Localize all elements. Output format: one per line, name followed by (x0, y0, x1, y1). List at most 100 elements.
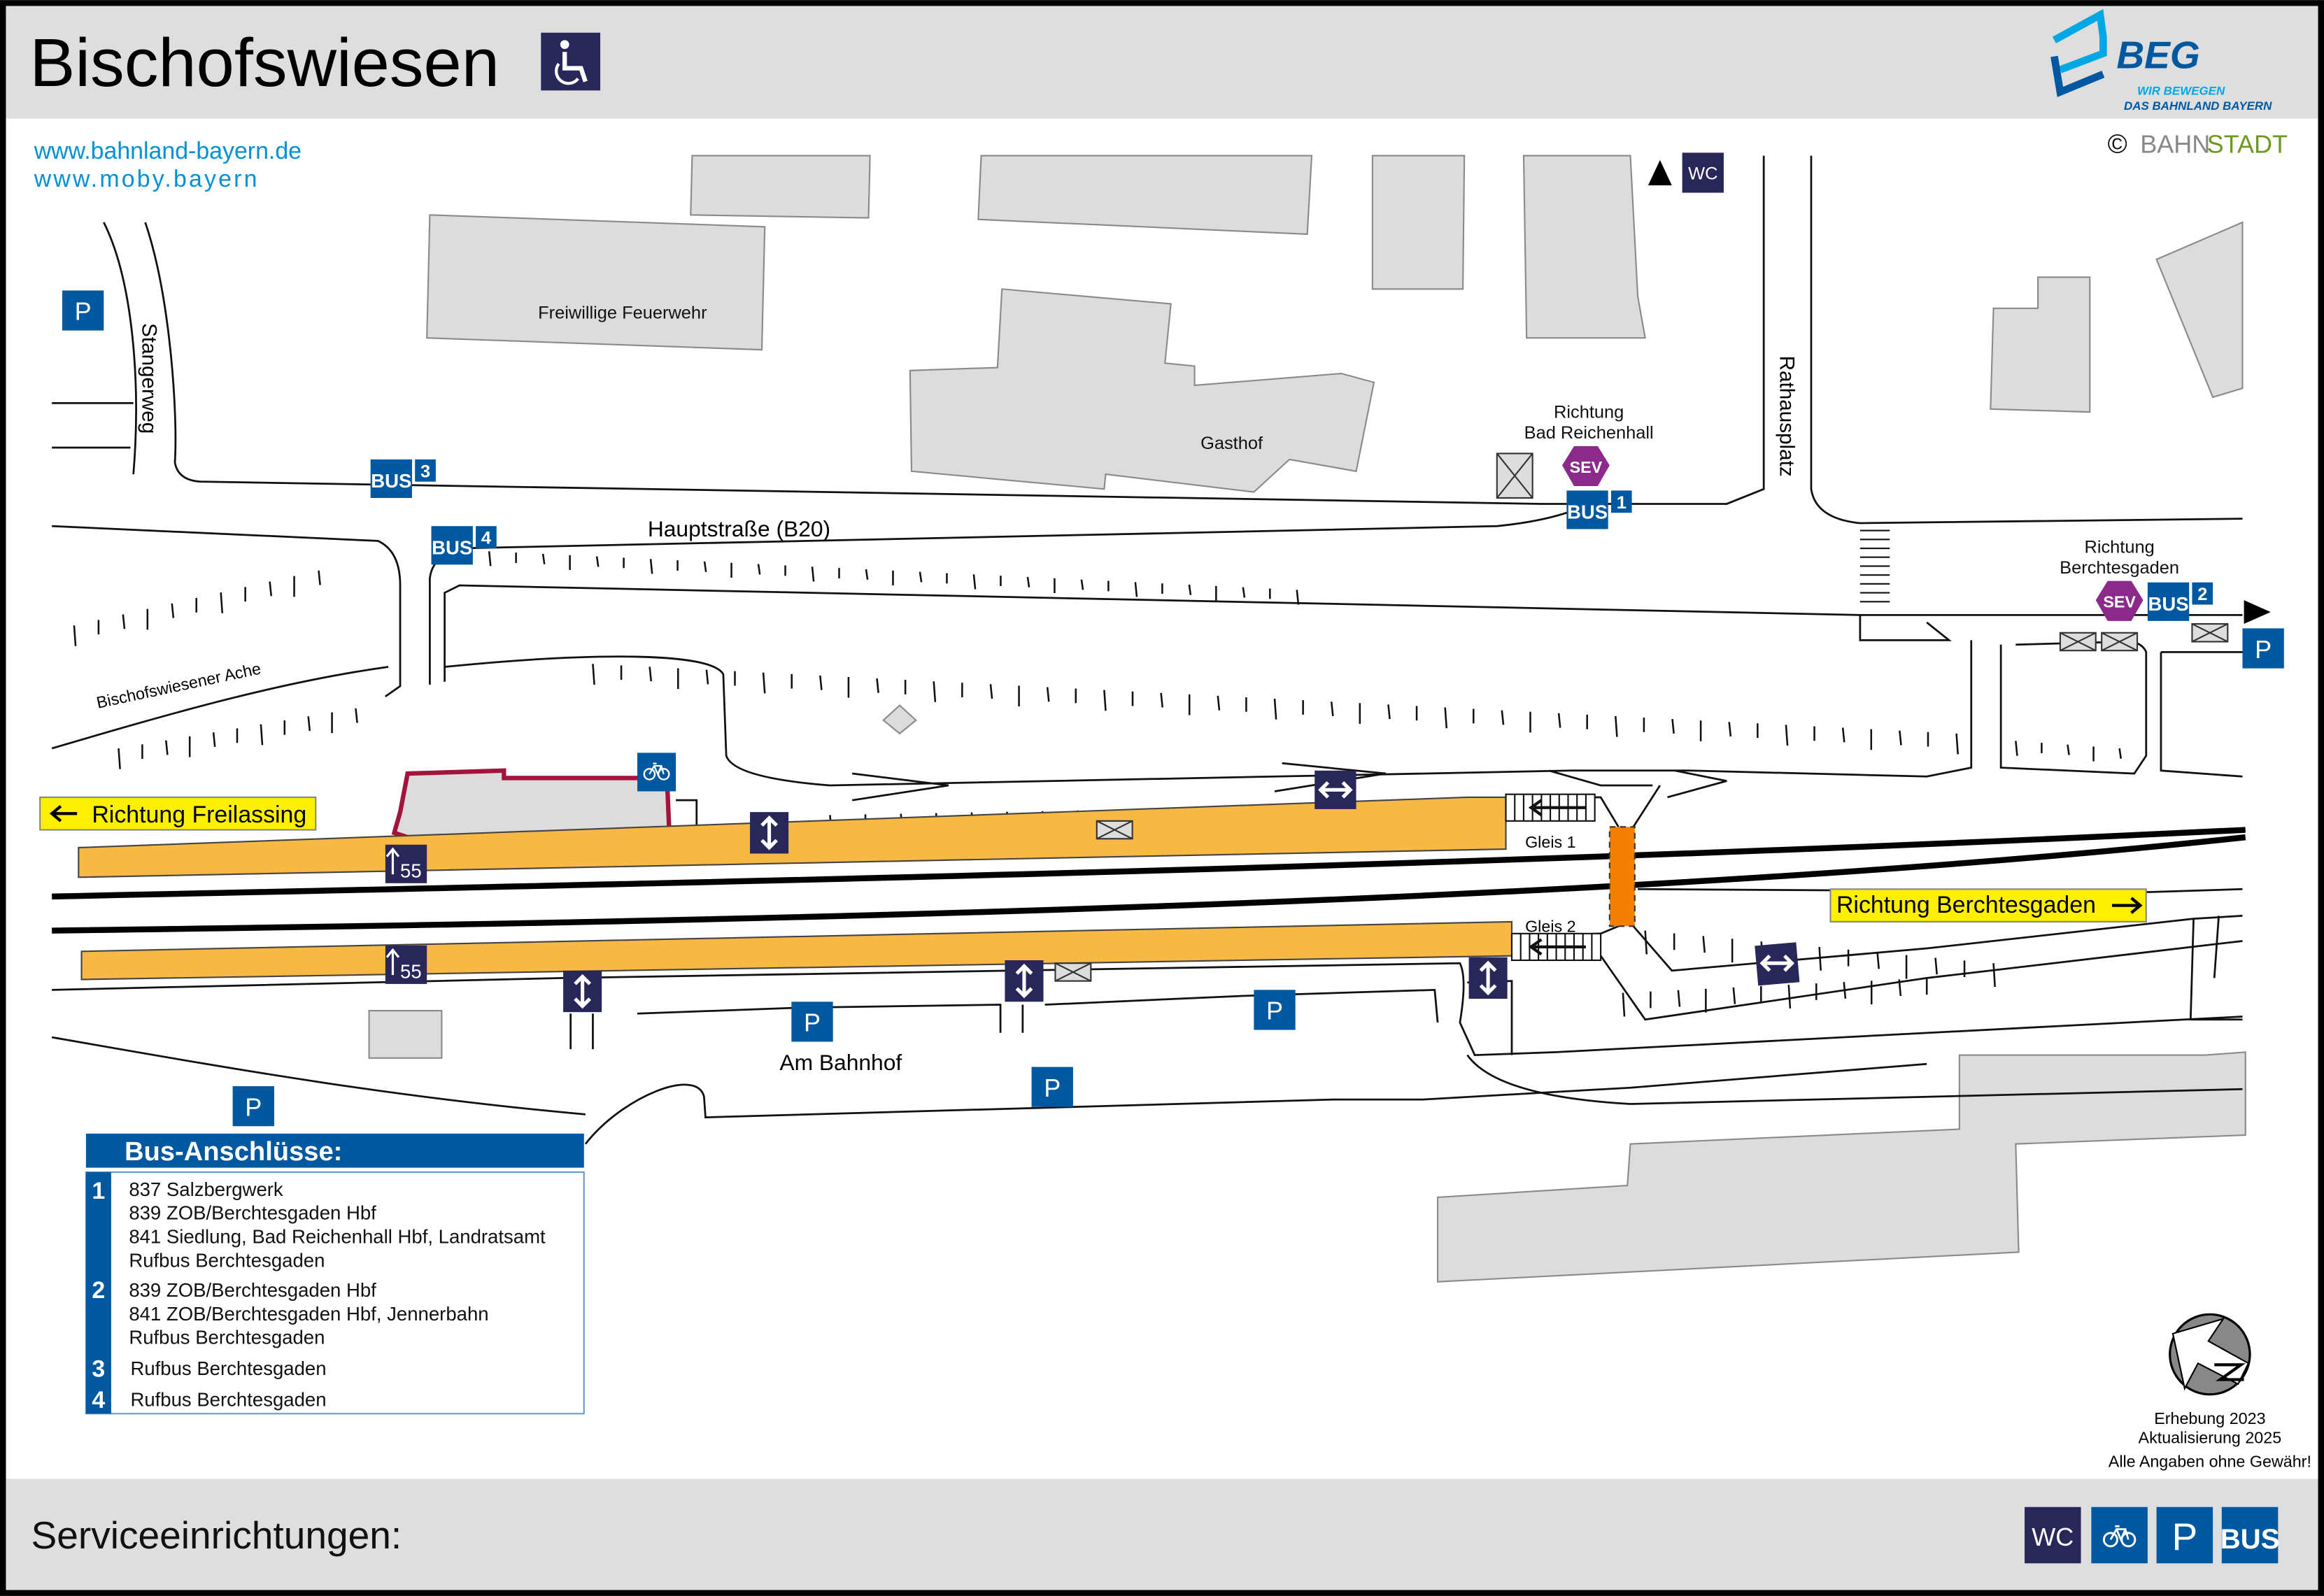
parking-space-mark (2118, 748, 2123, 760)
svg-text:BUS: BUS (432, 536, 472, 558)
height-value: 55 (400, 860, 422, 881)
shelter-icon (1496, 453, 1533, 499)
bus-line: 841 Siedlung, Bad Reichenhall Hbf, Landr… (129, 1226, 546, 1248)
beg-tagline-1: WIR BEWEGEN (2137, 85, 2225, 98)
svg-text:P: P (2255, 635, 2272, 664)
parking-space-mark (1677, 990, 1681, 1007)
sign-text: Richtung Freilassing (92, 801, 306, 828)
parking-space-mark (1296, 590, 1300, 605)
svg-text:BUS: BUS (2220, 1523, 2280, 1555)
copyright-symbol: © (2108, 129, 2127, 159)
parking-space-mark (1992, 963, 1996, 988)
svg-text:P: P (1044, 1074, 1061, 1102)
building (977, 155, 1313, 235)
svg-text:P: P (2171, 1515, 2197, 1558)
ticket-machine-icon (2101, 632, 2139, 652)
parking-space-mark (2067, 744, 2070, 755)
parking-space-mark (1273, 698, 1277, 720)
parking-space-mark (2015, 741, 2018, 756)
building (2155, 221, 2244, 399)
parking-space-mark (649, 559, 653, 574)
link-moby[interactable]: www.moby.bayern (34, 166, 260, 192)
svg-text:SEV: SEV (2103, 593, 2136, 611)
parking-space-mark (1160, 692, 1163, 708)
bus-line: Rufbus Berchtesgaden (130, 1389, 326, 1411)
svg-text:2: 2 (2197, 585, 2207, 604)
parking-space-mark (488, 551, 492, 567)
label-gleis-1: Gleis 1 (1525, 833, 1576, 851)
label-feuerwehr: Freiwillige Feuerwehr (538, 304, 707, 323)
parking-space-mark (595, 556, 600, 567)
svg-text:4: 4 (481, 529, 491, 548)
parking-space-mark (1387, 704, 1391, 720)
parking-space-mark (703, 561, 707, 572)
building (690, 155, 871, 219)
update-date: Aktualisierung 2025 (2139, 1429, 2282, 1447)
parking-space-mark (541, 553, 546, 564)
label-hauptstrasse: Hauptstraße (B20) (648, 516, 830, 541)
platform-gleis-1 (78, 796, 1507, 878)
railway-tracks (52, 827, 2246, 934)
label-rathausplatz: Rathausplatz (1775, 356, 1798, 477)
parking-space-mark (1217, 695, 1221, 711)
ramp-icon (1755, 942, 1800, 986)
copyright-part1: BAHN (2140, 129, 2210, 158)
link-bahnland[interactable]: www.bahnland-bayern.de (34, 138, 302, 164)
buildings (368, 155, 2246, 1283)
parking-space-mark (260, 724, 264, 746)
stop-number: 1 (92, 1178, 105, 1204)
elevator-icon (1468, 957, 1508, 999)
bus-stop-4: BUS 4 (431, 526, 497, 565)
parking-space-mark (212, 732, 216, 748)
stop-number: 3 (92, 1355, 105, 1382)
bus-line: Rufbus Berchtesgaden (129, 1327, 325, 1348)
parking-space-mark (1080, 579, 1084, 590)
arrow-left-icon (49, 805, 78, 822)
bus-line: 839 ZOB/Berchtesgaden Hbf (129, 1202, 376, 1224)
svg-text:P: P (75, 297, 92, 326)
parking-icon: P (791, 1002, 833, 1042)
bus-line: 837 Salzbergwerk (129, 1178, 283, 1200)
parking-space-mark (1841, 727, 1845, 743)
parking-space-mark (1899, 730, 1902, 746)
building-feuerwehr (426, 214, 766, 351)
parking-space-mark (1615, 715, 1618, 737)
parking-space-mark (307, 716, 311, 732)
wheelchair-icon (541, 32, 601, 91)
service-parking-icon: P (2156, 1506, 2213, 1564)
beg-tagline-2: DAS BAHNLAND BAYERN (2124, 99, 2272, 113)
disclaimer: Alle Angaben ohne Gewähr! (2109, 1453, 2311, 1471)
platform-height-1: 55 (385, 844, 427, 883)
beg-logo: BEG WIR BEWEGEN DAS BAHNLAND BAYERN (2050, 8, 2272, 113)
parking-space-mark (919, 571, 923, 583)
label-richtung-bad-reichenhall-2: Bad Reichenhall (1524, 423, 1654, 443)
parking-space-mark (876, 678, 879, 693)
service-bicycle-icon (2091, 1506, 2148, 1564)
header-bar (6, 6, 2318, 119)
parking-space-mark (1046, 687, 1050, 702)
elevator-icon (750, 812, 789, 854)
service-bus-icon: BUS (2220, 1506, 2280, 1564)
parking-space-mark (1242, 587, 1246, 598)
parking-space-mark (1818, 946, 1822, 971)
parking-space-mark (1644, 930, 1648, 955)
bus-connections-panel: Bus-Anschlüsse: 1 837 Salzbergwerk 839 Z… (85, 1133, 585, 1415)
label-gleis-2: Gleis 2 (1525, 918, 1576, 936)
parking-icon: P (1031, 1067, 1073, 1107)
label-gasthof: Gasthof (1200, 434, 1263, 453)
parking-space-mark (1787, 984, 1792, 1009)
parking-space-mark (1330, 701, 1334, 717)
building (368, 1009, 443, 1059)
elevator-icon (563, 970, 602, 1013)
building (1990, 276, 2091, 413)
bus-line: 839 ZOB/Berchtesgaden Hbf (129, 1279, 376, 1301)
parking-space-mark (865, 569, 869, 580)
roads (51, 155, 2243, 1145)
parking-space-mark (972, 574, 977, 590)
stairs-gleis-2 (1510, 932, 1602, 962)
parking-icon: P (2242, 628, 2284, 669)
platform-height-2: 55 (385, 945, 427, 984)
building-gasthof (909, 288, 1375, 493)
